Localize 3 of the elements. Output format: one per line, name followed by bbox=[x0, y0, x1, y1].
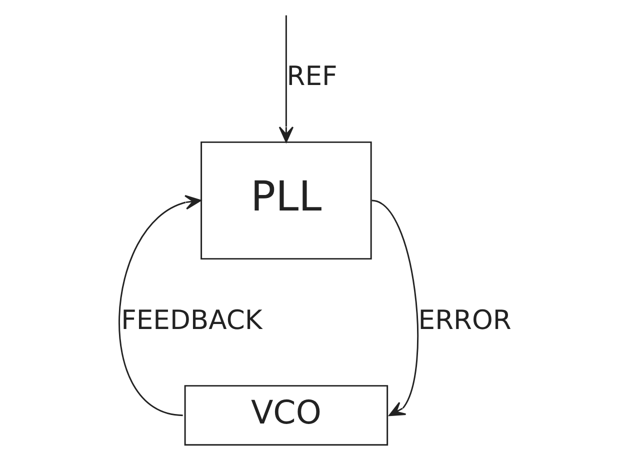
edge-label: ERROR bbox=[418, 304, 511, 336]
edge-label: REF bbox=[286, 61, 337, 92]
edge-label: FEEDBACK bbox=[120, 304, 262, 336]
